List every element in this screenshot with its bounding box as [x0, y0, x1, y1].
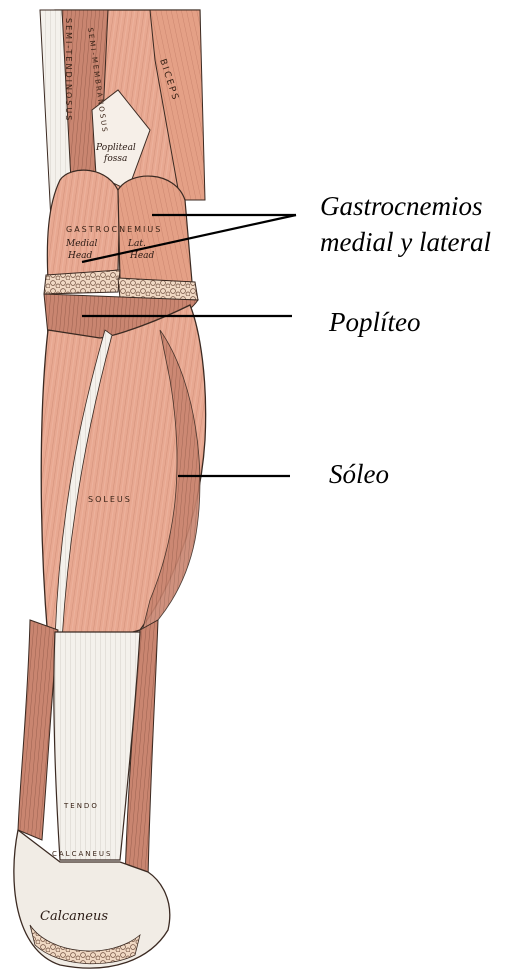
soleus-muscle: SOLEUS — [41, 305, 205, 650]
soleus-label: SOLEUS — [88, 495, 132, 504]
lateral-head-label-2: Head — [129, 251, 155, 261]
popliteal-fossa-label-2: fossa — [103, 154, 127, 164]
gastrocnemius-label: GASTROCNEMIUS — [66, 225, 162, 234]
gastrocnemios-label-line1: Gastrocnemios — [320, 190, 483, 222]
tendo-label: TENDO — [63, 802, 99, 810]
soleo-label: Sóleo — [329, 458, 389, 490]
gastrocnemios-label-line2: medial y lateral — [320, 226, 491, 258]
popliteal-fossa-label-1: Popliteal — [95, 143, 136, 153]
semitendinosus-label: SEMI-TENDINOSUS — [64, 18, 73, 122]
medial-head-label-1: Medial — [65, 239, 98, 249]
calcaneus-tendon-label: CALCANEUS — [52, 850, 112, 858]
gastrocnemius-heads: GASTROCNEMIUS Medial Head Lat. Head — [44, 170, 198, 300]
popliteo-label: Poplíteo — [329, 306, 420, 338]
calcaneus-label: Calcaneus — [40, 909, 108, 924]
achilles-region: TENDO CALCANEUS — [18, 620, 158, 880]
